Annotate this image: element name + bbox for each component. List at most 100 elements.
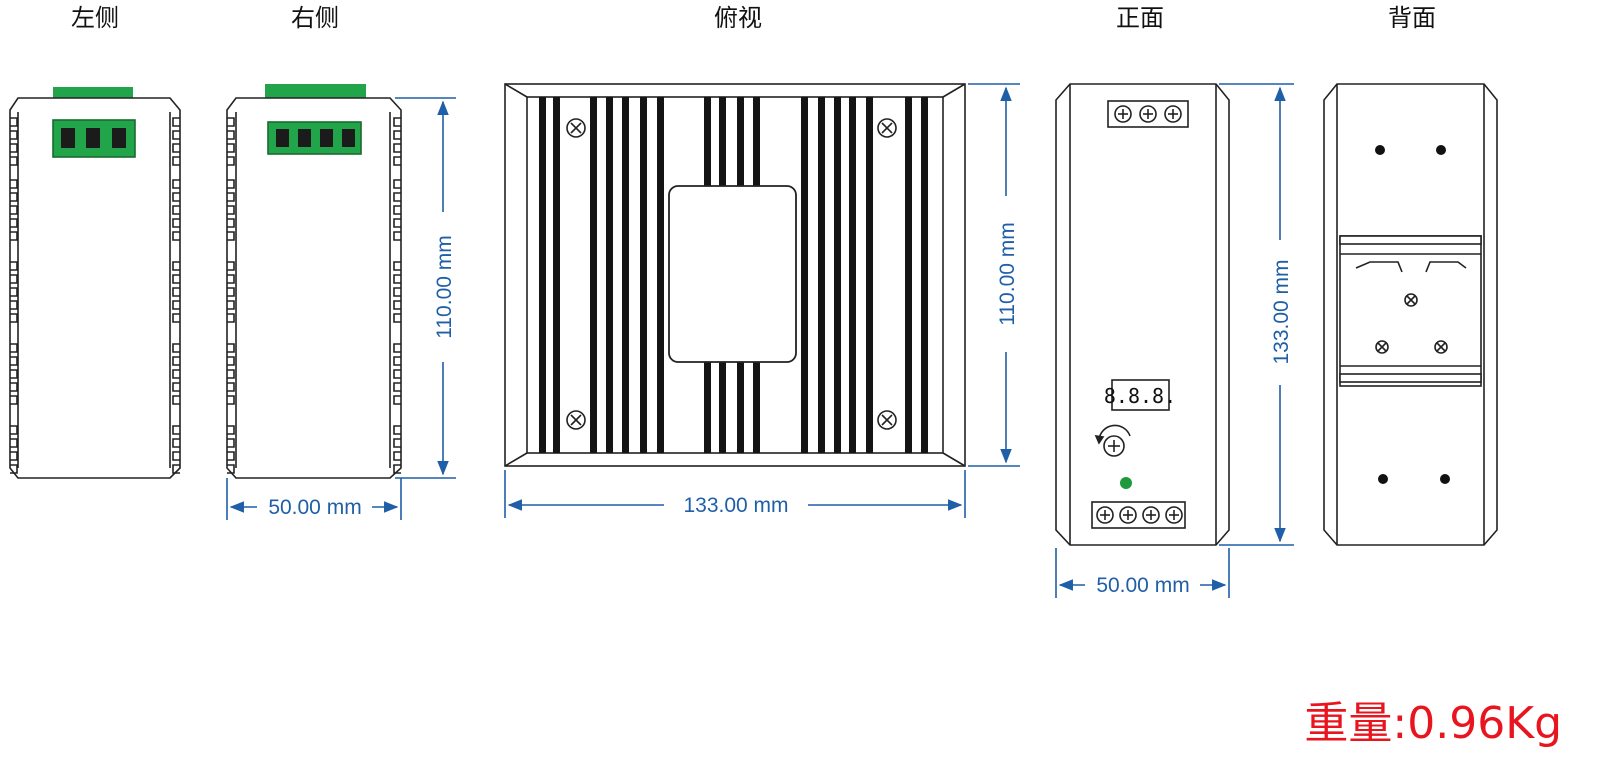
fin-notch <box>172 313 180 323</box>
heatsink-fin <box>622 97 629 453</box>
fin-notch <box>227 274 235 284</box>
fin-notch <box>393 451 401 461</box>
fin-notch <box>227 218 235 228</box>
fin-notch <box>227 438 235 448</box>
fin-notch <box>227 117 235 127</box>
right-cooling-fins-right <box>393 117 401 474</box>
fin-notch <box>10 356 18 366</box>
heatsink-fin <box>553 97 560 453</box>
heatsink-fin <box>719 362 726 453</box>
fin-notch <box>10 205 18 215</box>
fin-notch <box>227 395 235 405</box>
right-view-dimensions <box>226 97 456 520</box>
fin-notch <box>227 179 235 189</box>
dim-right-width: 50.00 mm <box>268 496 361 519</box>
fin-notch <box>10 156 18 166</box>
fin-notch <box>10 287 18 297</box>
fin-notch <box>393 192 401 202</box>
din-rail-clip <box>1339 235 1482 387</box>
fin-notch <box>10 117 18 127</box>
fin-notch <box>10 369 18 379</box>
screw-head-icon <box>877 410 897 430</box>
heatsink-fin <box>590 97 597 453</box>
heatsink-fin <box>704 362 711 453</box>
fin-notch <box>10 231 18 241</box>
fin-notch <box>172 130 180 140</box>
fin-notch <box>393 438 401 448</box>
fin-notch <box>393 218 401 228</box>
fin-notch <box>10 179 18 189</box>
fin-notch <box>393 287 401 297</box>
fin-notch <box>227 287 235 297</box>
heatsink-fin <box>921 97 928 453</box>
heatsink-fin <box>753 97 760 186</box>
fin-notch <box>393 464 401 474</box>
dim-right-height: 110.00 mm <box>433 235 456 339</box>
fin-notch <box>10 343 18 353</box>
screw-head-icon <box>1139 105 1157 123</box>
fin-notch <box>172 261 180 271</box>
heatsink-fin <box>657 97 664 453</box>
fin-notch <box>10 425 18 435</box>
heatsink-fin <box>866 97 873 453</box>
fin-notch <box>227 313 235 323</box>
fin-notch <box>227 261 235 271</box>
left-cooling-fins-right <box>172 117 180 474</box>
fin-notch <box>393 231 401 241</box>
heatsink-fin <box>719 97 726 186</box>
heatsink-fin <box>539 97 546 453</box>
fin-notch <box>10 438 18 448</box>
product-weight: 重量:0.96Kg <box>1304 698 1562 749</box>
back-view <box>1323 83 1498 546</box>
fin-notch <box>172 395 180 405</box>
fin-notch <box>172 438 180 448</box>
screw-head-icon <box>566 410 586 430</box>
heatsink-fin <box>753 362 760 453</box>
fin-notch <box>172 117 180 127</box>
fin-notch <box>172 218 180 228</box>
fin-notch <box>227 143 235 153</box>
fin-notch <box>393 274 401 284</box>
screw-head-icon <box>1114 105 1132 123</box>
fin-notch <box>172 143 180 153</box>
fin-notch <box>227 382 235 392</box>
front-view <box>1055 83 1230 546</box>
dim-top-height: 110.00 mm <box>996 222 1019 326</box>
fin-notch <box>172 356 180 366</box>
fin-notch <box>172 382 180 392</box>
fin-notch <box>393 130 401 140</box>
fin-notch <box>393 117 401 127</box>
top-label-panel <box>668 185 797 363</box>
fin-notch <box>10 464 18 474</box>
heatsink-fin <box>704 97 711 186</box>
fin-notch <box>172 369 180 379</box>
fin-notch <box>393 205 401 215</box>
front-display-readout: 8.8.8. <box>1104 384 1176 408</box>
fin-notch <box>227 343 235 353</box>
heatsink-fin <box>818 97 825 453</box>
screw-head-icon <box>1164 105 1182 123</box>
fin-notch <box>10 218 18 228</box>
fin-notch <box>172 425 180 435</box>
fin-notch <box>393 179 401 189</box>
left-terminal-top <box>53 87 133 98</box>
top-heatsink-fins <box>539 97 928 453</box>
fin-notch <box>172 343 180 353</box>
fin-notch <box>172 205 180 215</box>
fin-notch <box>227 369 235 379</box>
fin-notch <box>172 287 180 297</box>
fin-notch <box>172 156 180 166</box>
screw-head-icon <box>1119 506 1137 524</box>
view-label-left: 左侧 <box>71 4 119 32</box>
fin-notch <box>227 231 235 241</box>
fin-notch <box>10 130 18 140</box>
fin-notch <box>10 313 18 323</box>
fin-notch <box>227 356 235 366</box>
screw-head-icon <box>566 118 586 138</box>
dim-front-width: 50.00 mm <box>1096 574 1189 597</box>
fin-notch <box>227 464 235 474</box>
fin-notch <box>227 192 235 202</box>
fin-notch <box>10 274 18 284</box>
fin-notch <box>227 300 235 310</box>
